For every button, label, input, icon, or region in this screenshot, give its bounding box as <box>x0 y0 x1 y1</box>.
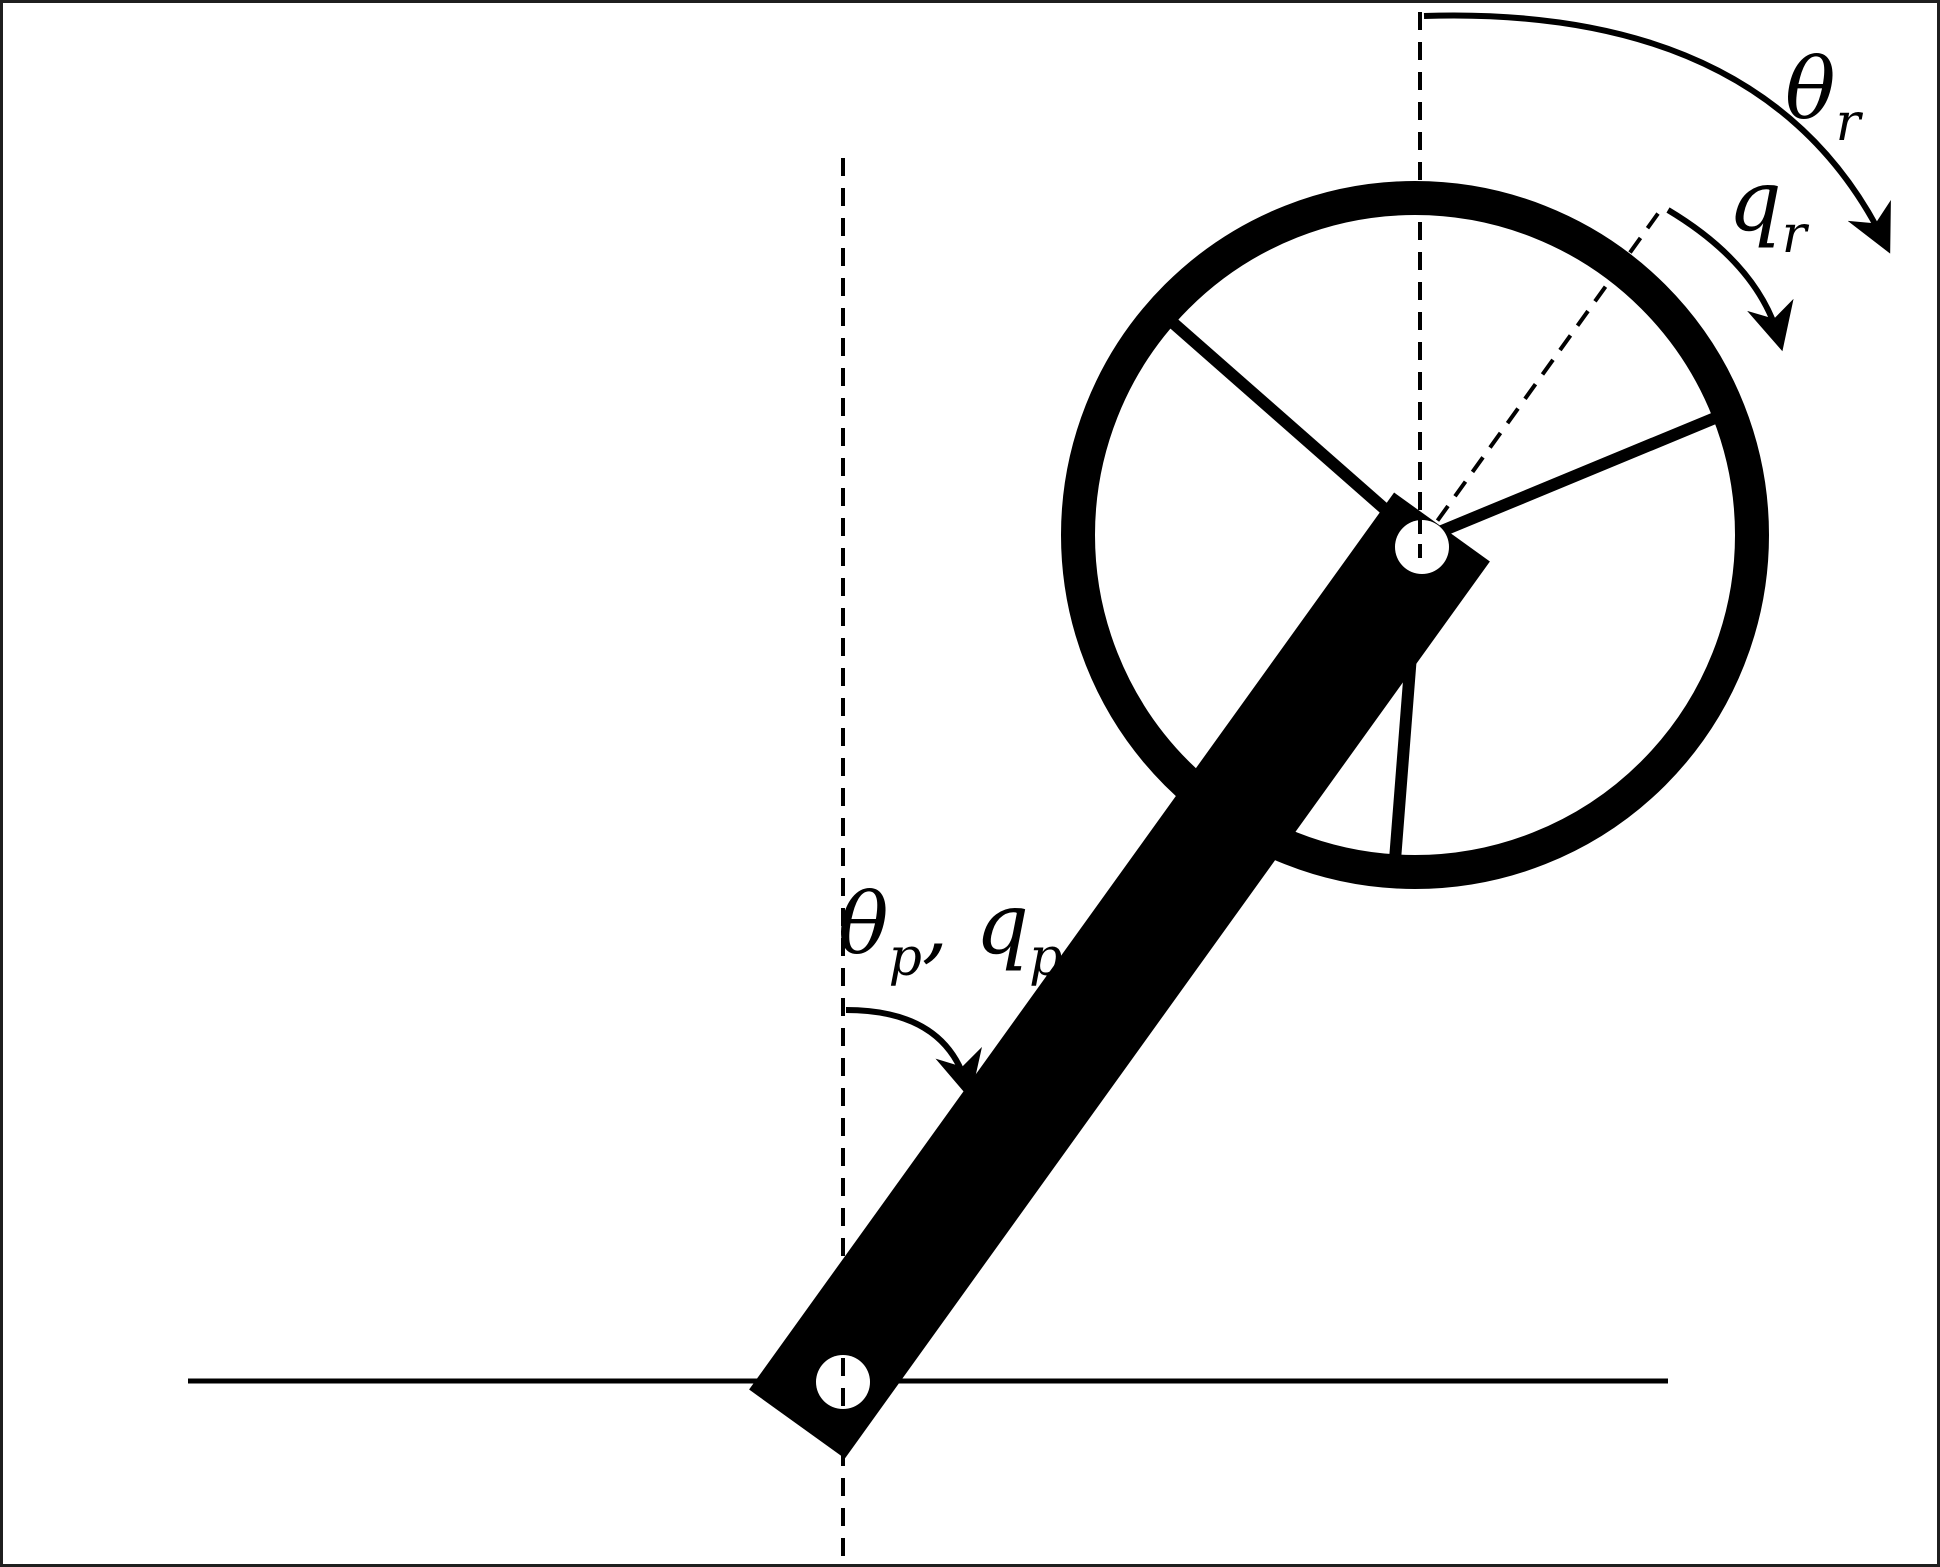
theta-r-label: θr <box>1785 40 1864 153</box>
q-r-label: qr <box>1728 152 1810 265</box>
theta-r-arrow <box>1423 12 1891 254</box>
wheel-spoke <box>1417 412 1718 546</box>
wheel-rotated-reference-line <box>1418 206 1664 547</box>
theta-p-q-p-arrow <box>845 1007 982 1100</box>
q-r-arrow <box>1666 207 1794 352</box>
wheel-spoke <box>1168 317 1424 545</box>
wheel-rim <box>1061 181 1769 889</box>
pendulum-bar <box>749 492 1490 1459</box>
theta-p-q-p-label: θp, qp <box>838 875 1062 988</box>
pendulum-pivot-hole <box>816 1355 870 1409</box>
